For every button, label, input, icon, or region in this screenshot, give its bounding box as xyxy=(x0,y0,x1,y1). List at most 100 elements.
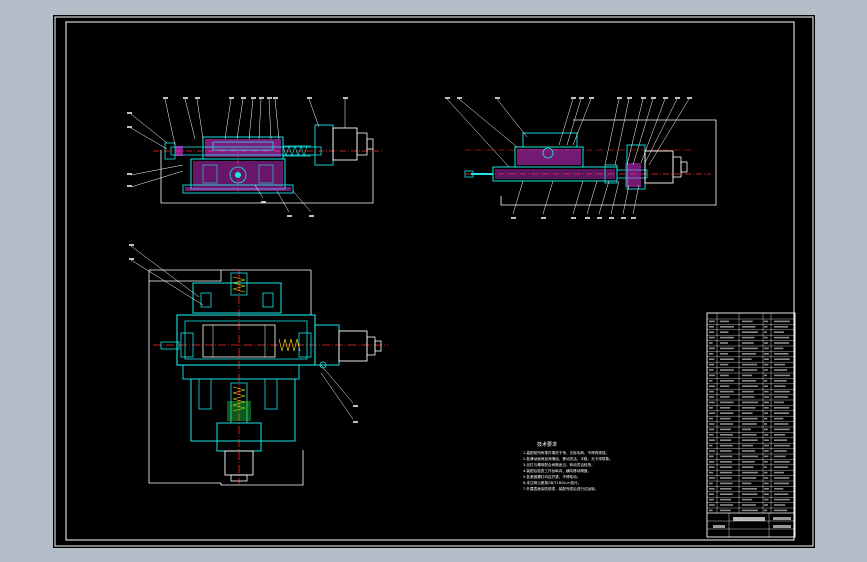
parts-cell-mark xyxy=(720,450,732,452)
parts-cell-mark xyxy=(709,385,715,387)
balloon-number-mark xyxy=(241,97,246,99)
parts-cell-mark xyxy=(720,347,734,350)
parts-cell-mark xyxy=(742,482,752,485)
parts-cell-mark xyxy=(774,380,787,382)
parts-cell-mark xyxy=(709,390,714,393)
parts-cell-mark xyxy=(709,407,713,409)
balloon-number-mark xyxy=(353,421,358,423)
front-section-view xyxy=(130,98,383,213)
balloon-number-mark xyxy=(343,97,348,99)
parts-cell-mark xyxy=(742,369,758,371)
balloon-number-mark xyxy=(307,97,312,99)
parts-cell-mark xyxy=(720,380,734,382)
parts-cell-mark xyxy=(742,461,755,463)
balloon-number-mark xyxy=(457,97,462,99)
balloon-number-mark xyxy=(353,405,358,407)
parts-cell-mark xyxy=(774,417,784,420)
parts-cell-mark xyxy=(774,455,786,458)
balloon-number-mark xyxy=(687,97,692,99)
parts-cell-mark xyxy=(774,482,789,485)
parts-cell-mark xyxy=(742,428,751,431)
balloon-number-mark xyxy=(663,97,668,99)
balloon-number-mark xyxy=(511,217,516,219)
tech-req-heading: 技术要求 xyxy=(537,441,557,448)
parts-cell-mark xyxy=(774,407,790,409)
parts-cell-mark xyxy=(742,401,758,404)
parts-cell-mark xyxy=(709,412,715,414)
balloon-number-mark xyxy=(195,97,200,99)
parts-cell-mark xyxy=(774,320,790,323)
parts-cell-mark xyxy=(742,326,756,328)
parts-cell-mark xyxy=(720,412,734,414)
parts-cell-mark xyxy=(709,444,713,447)
parts-cell-mark xyxy=(774,439,788,441)
parts-cell-mark xyxy=(709,342,713,344)
parts-cell-mark xyxy=(774,428,790,431)
parts-cell-mark xyxy=(720,461,732,463)
parts-cell-mark xyxy=(764,504,768,506)
parts-cell-mark xyxy=(709,471,714,474)
parts-cell-mark xyxy=(764,493,769,495)
parts-cell-mark xyxy=(720,428,731,431)
balloon-number-mark xyxy=(267,97,272,99)
parts-cell-mark xyxy=(764,380,768,382)
balloon-number-mark xyxy=(589,97,594,99)
parts-cell-mark xyxy=(774,331,784,333)
parts-cell-mark xyxy=(742,396,755,398)
parts-cell-mark xyxy=(742,450,756,452)
balloon-number-mark xyxy=(287,215,292,217)
parts-cell-mark xyxy=(709,455,714,458)
parts-cell-mark xyxy=(720,320,729,323)
parts-cell-mark xyxy=(720,336,734,339)
balloon-number-mark xyxy=(621,217,626,219)
parts-cell-mark xyxy=(720,326,734,328)
balloon-number-mark xyxy=(251,97,256,99)
parts-cell-mark xyxy=(764,326,768,328)
parts-cell-mark xyxy=(774,369,788,371)
tech-req-line-5: 5.各紧固螺钉均应拧紧，不得松动。 xyxy=(523,474,580,479)
parts-cell-mark xyxy=(720,466,733,468)
parts-cell-mark xyxy=(774,488,784,490)
parts-cell-mark xyxy=(720,363,729,366)
parts-cell-mark xyxy=(742,493,758,495)
balloon-number-mark xyxy=(163,97,168,99)
parts-cell-mark xyxy=(742,353,757,355)
parts-cell-mark xyxy=(774,326,788,328)
parts-cell-mark xyxy=(709,401,715,404)
parts-cell-mark xyxy=(709,358,715,360)
parts-cell-mark xyxy=(764,488,769,490)
drawing-sheet: 技术要求 1.装配前所有零件清洗干净，去除毛刺，不得有锈蚀。 2.各滑动面间加润… xyxy=(53,15,815,548)
parts-cell-mark xyxy=(720,369,734,371)
parts-cell-mark xyxy=(709,353,714,355)
parts-cell-mark xyxy=(720,407,731,409)
parts-cell-mark xyxy=(774,390,790,393)
parts-cell-mark xyxy=(764,385,769,387)
parts-cell-mark xyxy=(720,482,733,485)
tech-req-line-3: 3.丝杠与螺母配合间隙适当，转动灵活轻快。 xyxy=(523,462,595,467)
parts-cell-mark xyxy=(742,336,755,339)
parts-cell-mark xyxy=(720,358,734,360)
parts-cell-mark xyxy=(709,363,715,366)
parts-cell-mark xyxy=(742,471,758,474)
balloon-number-mark xyxy=(541,217,546,219)
parts-cell-mark xyxy=(764,509,768,512)
parts-cell-mark xyxy=(742,331,758,333)
parts-cell-mark xyxy=(742,509,758,512)
balloon-number-mark xyxy=(641,97,646,99)
parts-cell-mark xyxy=(764,342,769,344)
parts-cell-mark xyxy=(709,326,714,328)
parts-cell-mark xyxy=(774,461,790,463)
parts-cell-mark xyxy=(742,358,752,360)
parts-cell-mark xyxy=(720,385,730,387)
parts-cell-mark xyxy=(764,444,769,447)
parts-cell-mark xyxy=(774,504,786,506)
parts-cell-mark xyxy=(742,504,756,506)
parts-cell-mark xyxy=(720,401,734,404)
parts-cell-mark xyxy=(720,504,734,506)
parts-cell-mark xyxy=(742,363,758,366)
balloon-number-mark xyxy=(675,97,680,99)
tech-req-line-6: 6.未注明公差按GB/T1804-m执行。 xyxy=(523,480,581,485)
parts-cell-mark xyxy=(764,434,769,436)
balloon-number-mark xyxy=(597,217,602,219)
